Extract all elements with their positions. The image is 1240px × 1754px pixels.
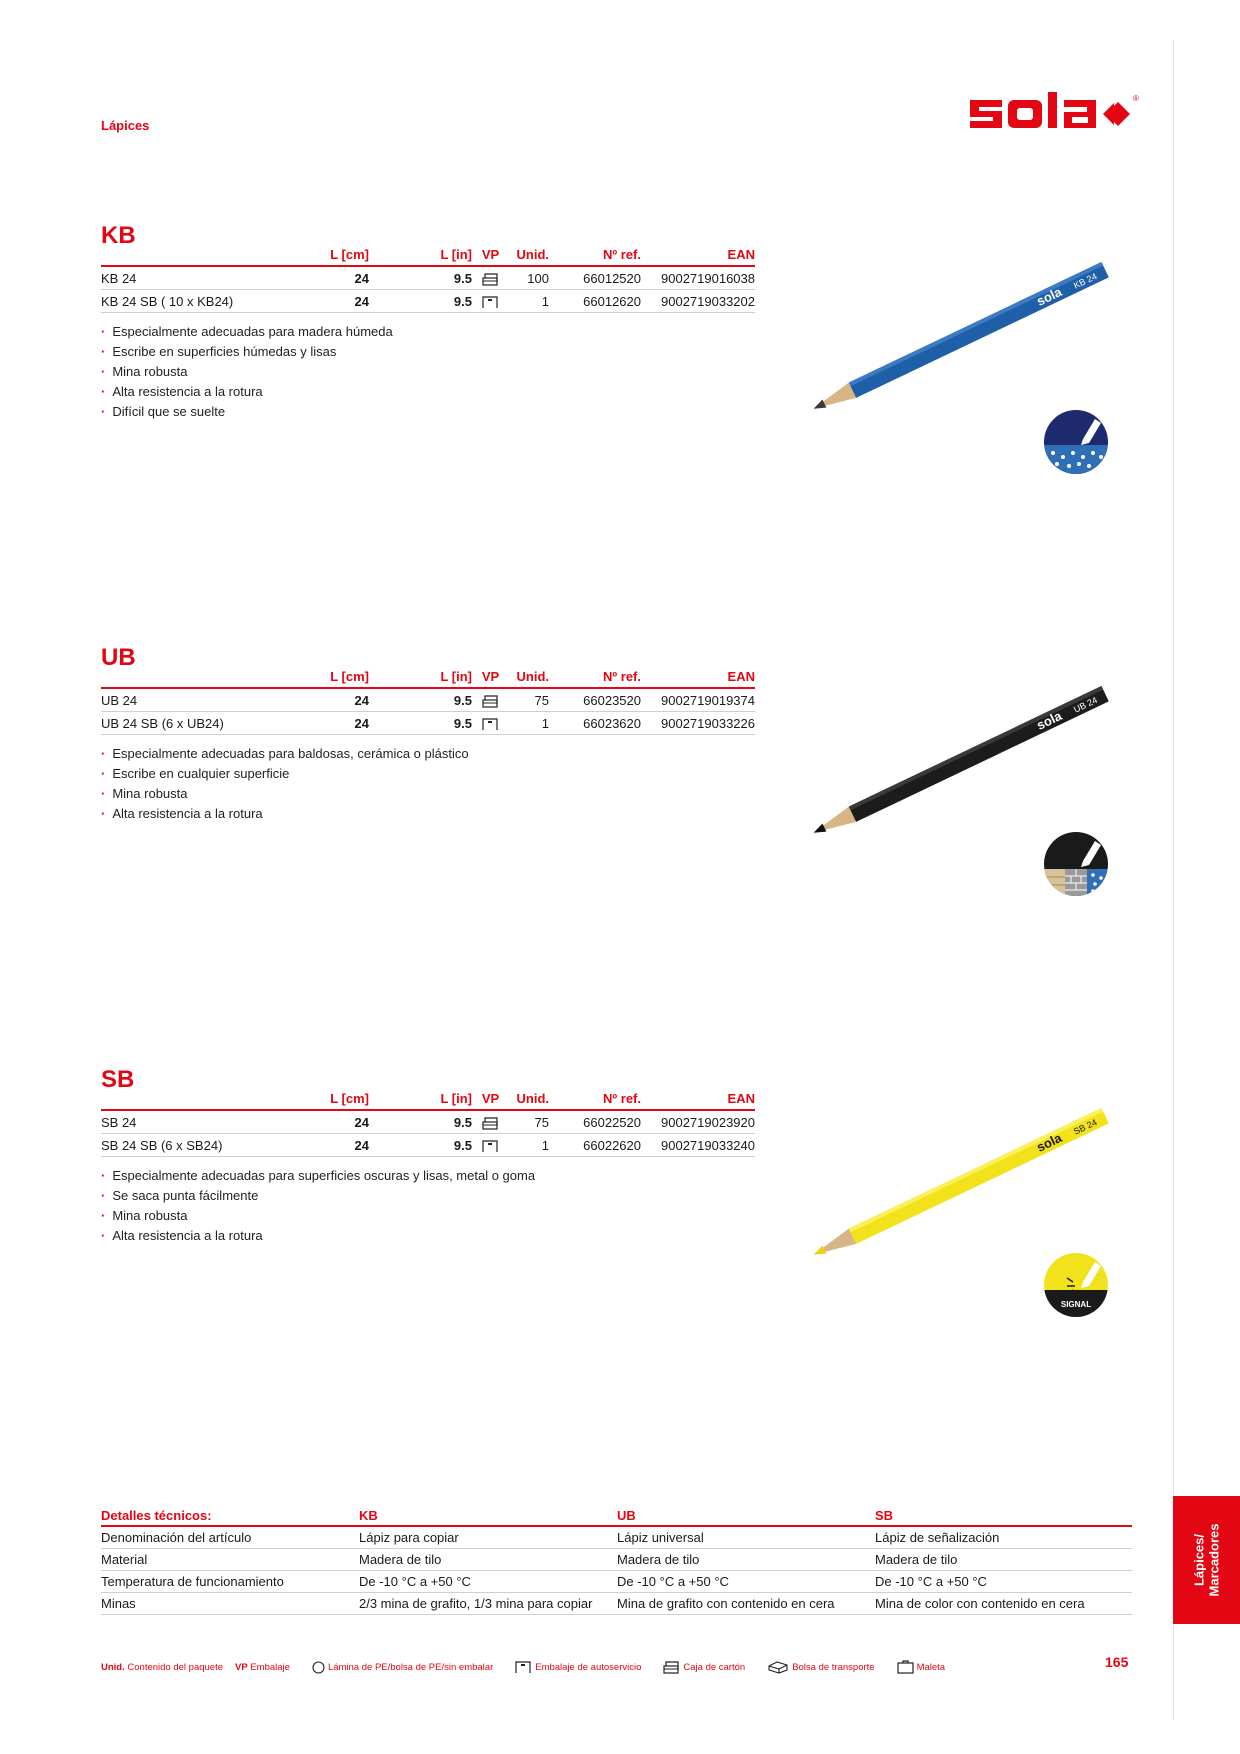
list-item: Se saca punta fácilmente [101, 1186, 535, 1206]
box-icon [482, 694, 498, 708]
col-ref: Nº ref. [549, 1086, 641, 1111]
table-row: UB 24 SB (6 x UB24) 24 9.5 1 66023620 90… [101, 711, 755, 735]
signal-badge-text: SIGNAL [1061, 1300, 1091, 1309]
pe-film-icon [312, 1660, 325, 1674]
self-service-icon [482, 295, 498, 308]
col-vp: VP [472, 664, 509, 689]
list-item: Alta resistencia a la rotura [101, 1226, 535, 1246]
feature-list: Especialmente adecuadas para madera húme… [101, 322, 393, 422]
list-item: Mina robusta [101, 784, 469, 804]
table-header-row: L [cm] L [in] VP Unid. Nº ref. EAN [101, 1086, 755, 1111]
list-item: Especialmente adecuadas para superficies… [101, 1166, 535, 1186]
side-tab-label: Lápices/ Marcadores [1191, 1523, 1222, 1597]
feature-list: Especialmente adecuadas para superficies… [101, 1166, 535, 1246]
col-unid: Unid. [509, 242, 549, 267]
col-l-in: L [in] [369, 242, 472, 267]
right-margin-rule [1173, 40, 1174, 1720]
col-unid: Unid. [509, 664, 549, 689]
table-header-row: Detalles técnicos: KB UB SB [101, 1503, 1132, 1527]
self-service-icon [482, 1139, 498, 1152]
list-item: Escribe en superficies húmedas y lisas [101, 342, 393, 362]
product-table: L [cm] L [in] VP Unid. Nº ref. EAN SB 24… [101, 1086, 755, 1157]
legend: Unid. Contenido del paquete VP Embalaje … [101, 1660, 945, 1674]
col-l-cm: L [cm] [321, 242, 369, 267]
list-item: Alta resistencia a la rotura [101, 382, 393, 402]
signal-icon: SIGNAL [1044, 1253, 1108, 1317]
col-ref: Nº ref. [549, 664, 641, 689]
list-item: Mina robusta [101, 362, 393, 382]
col-unid: Unid. [509, 1086, 549, 1111]
list-item: Alta resistencia a la rotura [101, 804, 469, 824]
product-table: L [cm] L [in] VP Unid. Nº ref. EAN KB 24… [101, 242, 755, 313]
col-ean: EAN [641, 1086, 755, 1111]
list-item: Especialmente adecuadas para baldosas, c… [101, 744, 468, 764]
page-number: 165 [1105, 1654, 1129, 1670]
col-ref: Nº ref. [549, 242, 641, 267]
box-icon [482, 1116, 498, 1130]
universal-surface-icon [1044, 832, 1108, 896]
self-service-icon [515, 1660, 531, 1673]
legend-vp-desc: Embalaje [250, 1661, 290, 1673]
table-row: SB 24 24 9.5 75 66022520 9002719023920 [101, 1110, 755, 1134]
sola-logo: ® [970, 92, 1139, 128]
col-ean: EAN [641, 664, 755, 689]
legend-item-label: Caja de cartón [683, 1661, 746, 1673]
list-item: Difícil que se suelte [101, 402, 393, 422]
box-icon [663, 1660, 679, 1674]
product-table: L [cm] L [in] VP Unid. Nº ref. EAN UB 24… [101, 664, 755, 735]
tech-details-table: Detalles técnicos: KB UB SB Denominación… [101, 1503, 1132, 1615]
col-ean: EAN [641, 242, 755, 267]
registered-mark: ® [1133, 94, 1139, 103]
col-l-cm: L [cm] [321, 664, 369, 689]
self-service-icon [482, 717, 498, 730]
table-row: SB 24 SB (6 x SB24) 24 9.5 1 66022620 90… [101, 1133, 755, 1157]
side-tab[interactable]: Lápices/ Marcadores [1173, 1496, 1240, 1624]
col-vp: VP [472, 242, 509, 267]
legend-item-label: Bolsa de transporte [792, 1661, 875, 1673]
col-vp: VP [472, 1086, 509, 1111]
case-icon [896, 1660, 914, 1674]
col-l-cm: L [cm] [321, 1086, 369, 1111]
pencil-ub-image: sola UB 24 [813, 686, 1109, 833]
box-icon [482, 272, 498, 286]
col-l-in: L [in] [369, 664, 472, 689]
list-item: Especialmente adecuadas para madera húme… [101, 322, 392, 342]
table-header-row: L [cm] L [in] VP Unid. Nº ref. EAN [101, 242, 755, 267]
legend-unid-key: Unid. [101, 1661, 125, 1673]
pencil-sb-image: sola SB 24 [813, 1108, 1109, 1255]
table-row: UB 24 24 9.5 75 66023520 9002719019374 [101, 688, 755, 712]
list-item: Escribe en cualquier superficie [101, 764, 469, 784]
feature-list: Especialmente adecuadas para baldosas, c… [101, 744, 469, 824]
legend-item-label: Lámina de PE/bolsa de PE/sin embalar [327, 1661, 494, 1673]
col-l-in: L [in] [369, 1086, 472, 1111]
wet-wood-icon [1044, 410, 1108, 474]
table-row: KB 24 24 9.5 100 66012520 9002719016038 [101, 266, 755, 290]
table-header-row: L [cm] L [in] VP Unid. Nº ref. EAN [101, 664, 755, 689]
legend-item-label: Embalaje de autoservicio [535, 1661, 642, 1673]
list-item: Mina robusta [101, 1206, 535, 1226]
table-row: KB 24 SB ( 10 x KB24) 24 9.5 1 66012620 … [101, 289, 755, 313]
bag-icon [768, 1660, 788, 1674]
legend-item-label: Maleta [916, 1661, 946, 1673]
legend-unid-desc: Contenido del paquete [127, 1661, 223, 1673]
legend-vp-key: VP [235, 1661, 248, 1673]
category-title: Lápices [101, 118, 150, 133]
pencil-kb-image: sola KB 24 [813, 262, 1109, 409]
